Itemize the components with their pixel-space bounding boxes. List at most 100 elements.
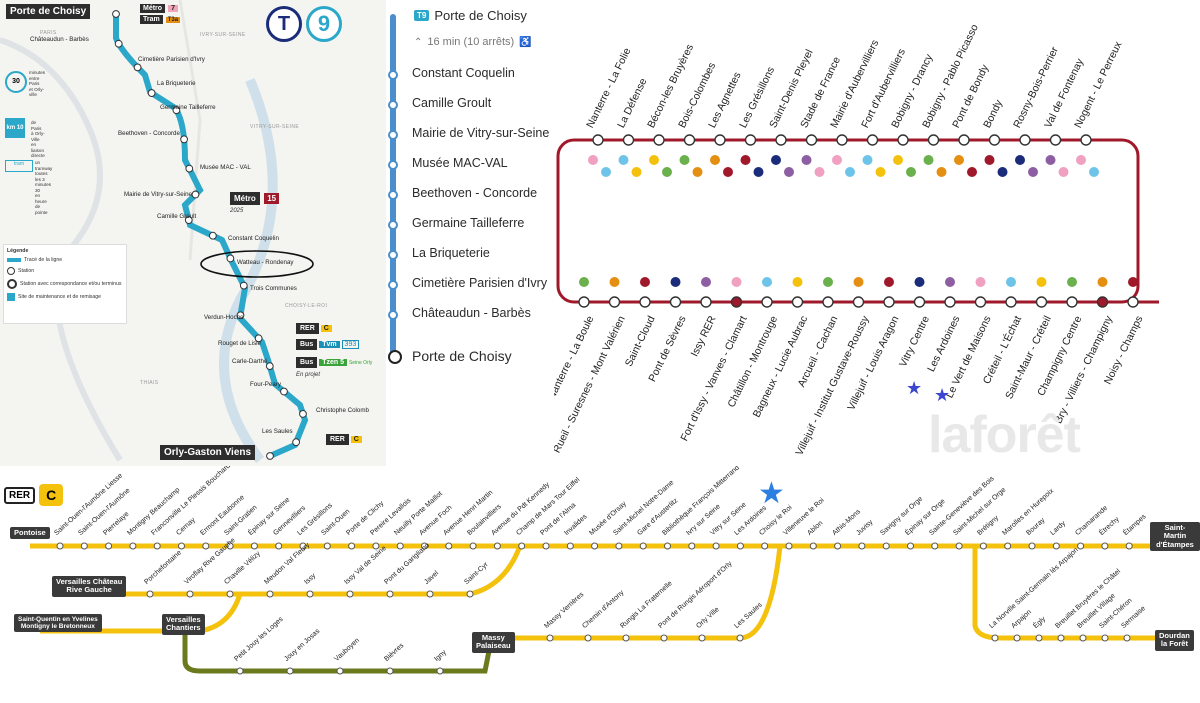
stop-item[interactable]: Châteaudun - Barbès: [412, 306, 531, 320]
terminal-versailles-rg: Versailles Château Rive Gauche: [52, 576, 127, 597]
connection-icon: [914, 277, 925, 287]
tvm-badge: Tvm: [319, 341, 340, 348]
bus2-label: Bus: [296, 357, 318, 368]
connection-icon: [723, 167, 733, 177]
m15-top-station-dot: [592, 134, 604, 146]
rer-station-dot: [1004, 542, 1012, 550]
rer-station-dot: [80, 542, 88, 550]
connection-icon: [670, 277, 681, 287]
tram-t-badge: T: [266, 6, 302, 42]
m15-top-station-dot: [927, 134, 940, 146]
connection-icon: [631, 167, 642, 177]
trip-duration: 16 min (10 arrêts): [427, 36, 515, 48]
m15-top-station-dot: [1019, 134, 1031, 146]
connection-icon: [692, 167, 703, 177]
rer-station-dot: [286, 667, 294, 675]
m15-bottom-station-dot: [761, 296, 773, 308]
m15-bottom-station-dot: [883, 296, 895, 308]
rer-station-dot: [372, 542, 380, 550]
m15-top-station-dot: [653, 134, 665, 146]
chevron-up-icon[interactable]: ⌃: [414, 36, 423, 48]
station-beethoven: Beethoven - Concorde: [118, 130, 180, 137]
m15-top-station-dot: [622, 134, 635, 146]
terminus-bottom: Orly-Gaston Viens: [160, 445, 256, 460]
stop-porte-de-choisy[interactable]: Porte de Choisy: [412, 348, 512, 364]
highlight-ellipse: [200, 250, 314, 278]
rer-station-dot: [809, 542, 817, 550]
m15-top-station-dot: [866, 134, 879, 146]
connection-icon: [579, 277, 589, 287]
rer-station-dot: [1028, 542, 1036, 550]
terminal-st-martin: Saint-Martin d'Étampes: [1150, 522, 1200, 551]
rer-station-dot: [226, 590, 234, 598]
connection-icon: [945, 277, 955, 287]
stop-item[interactable]: Cimetière Parisien d'Ivry: [412, 276, 548, 290]
connection-icon: [893, 155, 903, 165]
terminal-dourdan: Dourdan la Forêt: [1155, 630, 1194, 651]
stop-item[interactable]: Germaine Tailleferre: [412, 216, 525, 230]
rer-station-dot: [622, 634, 630, 642]
rer-station-dot: [664, 542, 671, 550]
terminus-top: Porte de Choisy: [6, 4, 91, 19]
trip-info[interactable]: ⌃ 16 min (10 arrêts) ♿: [414, 36, 532, 48]
rer-station-dot: [426, 590, 434, 598]
rer-station-dot: [761, 542, 769, 550]
t9-station-dot: [185, 164, 194, 173]
rer-station-dot: [1101, 634, 1109, 642]
m15-bottom-station-dot: [639, 296, 651, 308]
station-camille-groult: Camille Groult: [157, 213, 197, 220]
stop-dot: [388, 280, 398, 290]
legend-item-depot: Site de maintenance et de remisage: [18, 294, 102, 301]
m15-bottom-station-dot: [1035, 296, 1048, 308]
line-9-badge: 9: [306, 6, 342, 42]
stop-item[interactable]: Musée MAC-VAL: [412, 156, 508, 170]
rer-station-dot: [153, 542, 161, 550]
stop-dot: [388, 220, 398, 230]
t9-station-dot: [292, 438, 301, 447]
stop-item[interactable]: Beethoven - Concorde: [412, 186, 538, 200]
m15-top-station-dot: [714, 134, 726, 146]
connection-icon: [731, 277, 742, 287]
connection-icon: [792, 277, 803, 287]
connection-icon: [762, 277, 772, 287]
stop-dot: [388, 310, 398, 320]
connection-icon: [1045, 155, 1056, 165]
station-mac-val: Musée MAC - VAL: [200, 164, 251, 171]
station-constant-coquelin: Constant Coquelin: [228, 235, 279, 242]
stop-item[interactable]: Camille Groult: [412, 96, 492, 110]
stop-item[interactable]: La Briqueterie: [412, 246, 490, 260]
connection-icon: [1128, 277, 1138, 287]
rer-station-dot: [542, 542, 550, 550]
metro15-loop: [556, 138, 1140, 304]
rer-station-dot: [466, 590, 474, 598]
rer-station-dot: [323, 542, 331, 550]
stop-dot: [388, 130, 398, 140]
rer-station-dot: [712, 542, 720, 550]
terminal-versailles-chantiers: Versailles Chantiers: [162, 614, 205, 635]
connection-icon: [1006, 277, 1016, 287]
connection-icon: [853, 277, 864, 287]
m15-bottom-station-dot: [1066, 296, 1078, 308]
rer-c-dourdan-branch: [972, 546, 1160, 641]
rer-station-dot: [1079, 634, 1087, 642]
station-briqueterie: La Briqueterie: [157, 80, 196, 87]
connection-icon: [649, 155, 659, 165]
rer-station-dot: [736, 542, 744, 550]
connection-icon: [875, 167, 886, 177]
rer-station-dot: [250, 542, 258, 550]
m15-bottom-station-dot: [913, 296, 926, 308]
t9-station-dot: [208, 231, 217, 240]
rer-c-loop: [182, 634, 493, 674]
rer-station-dot: [955, 542, 963, 550]
m15-top-station-dot: [1049, 134, 1062, 146]
stop-item[interactable]: Constant Coquelin: [412, 66, 515, 80]
rer-station-dot: [436, 667, 444, 675]
stop-item[interactable]: Mairie de Vitry-sur-Seine: [412, 126, 550, 140]
m15-bottom-station-dot: [578, 296, 590, 308]
t9-station-dot: [299, 410, 307, 418]
t9-station-dot: [147, 89, 156, 97]
station-tailleferre: Germaine Tailleferre: [160, 104, 216, 111]
